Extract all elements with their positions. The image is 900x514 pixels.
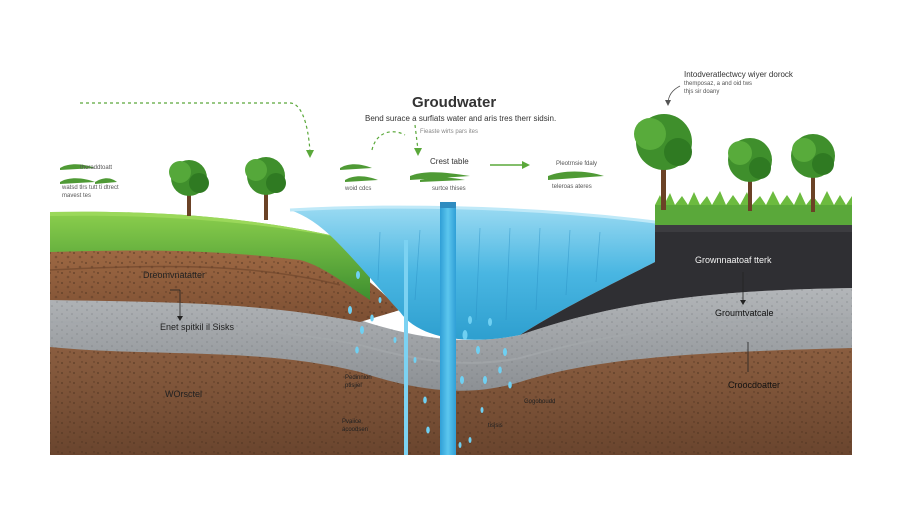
layer-label-dreamwater: Dreomvnatatter xyxy=(143,270,206,280)
top-right-label-1: Pleotrnsie fdaly xyxy=(556,161,598,167)
crest-table-subcaption: surtce thises xyxy=(432,186,466,192)
grass-tuft-icon xyxy=(60,164,604,184)
top-right-label-2: teleroas ateres xyxy=(552,184,592,190)
layer-label-sediments: Enet spitkil il Sisks xyxy=(160,322,235,332)
layer-label-brown: Croocdoatter xyxy=(728,380,781,390)
center-label-1: Pedinnion ptisjiel xyxy=(345,374,372,390)
flow-arrow xyxy=(80,102,419,153)
topsoil-layer xyxy=(49,245,400,322)
center-label-line: ptisjiel xyxy=(345,383,362,389)
water-drops xyxy=(348,240,512,455)
top-left-note-3: mavest tes xyxy=(62,193,92,199)
center-label-line: acoodsen xyxy=(342,427,369,433)
tree-icon xyxy=(791,134,835,212)
page-title: Groudwater xyxy=(412,94,497,111)
top-mid-left-note: woid cdcs xyxy=(345,186,372,192)
right-grass xyxy=(655,191,852,225)
grass-field xyxy=(50,211,370,300)
top-left-note-1: thoraddtoatt xyxy=(80,165,113,171)
layer-label-dark: Grownnaatoaf tterk xyxy=(695,255,772,265)
layer-label-grey: Groumtvatcale xyxy=(715,308,774,318)
arrow-icon xyxy=(490,161,530,169)
layer-label-worsctel: WOrsctel xyxy=(165,389,202,399)
top-right-note: Intodveratlectwcy wiyer dorock themposaz… xyxy=(684,70,793,96)
well-pipe xyxy=(440,202,456,455)
arrow-head-icon xyxy=(306,148,422,158)
subtitle-faint: Fieaste wirts pars ites xyxy=(420,129,479,135)
center-label-2: Pvaiice acoodsen xyxy=(342,418,368,434)
note-pointer xyxy=(665,85,681,106)
note-line: themposaz, a and oid tws xyxy=(684,81,753,87)
tree-icon xyxy=(634,114,692,210)
tree-icon xyxy=(728,138,772,211)
center-label-line: Pedinnion xyxy=(345,375,372,381)
tree-icon xyxy=(169,160,209,216)
note-line: thjs sir doany xyxy=(684,89,720,95)
subtitle: Bend surace a surfiats water and aris tr… xyxy=(365,114,557,123)
layer-label-gogoboudd: Gogoboudd xyxy=(524,399,556,405)
top-left-note-2: watsd tlrs tutt ti dtrect xyxy=(62,185,119,191)
layer-label-sisjs: tisjsis xyxy=(488,423,503,429)
center-label-line: Pvaiice xyxy=(342,419,362,425)
crest-table-label: Crest table xyxy=(430,157,469,166)
tree-icon xyxy=(245,157,286,220)
pointer-arrow-icon xyxy=(177,300,746,321)
note-line: Intodveratlectwcy wiyer dorock xyxy=(684,70,793,79)
label-pointer xyxy=(170,272,749,372)
